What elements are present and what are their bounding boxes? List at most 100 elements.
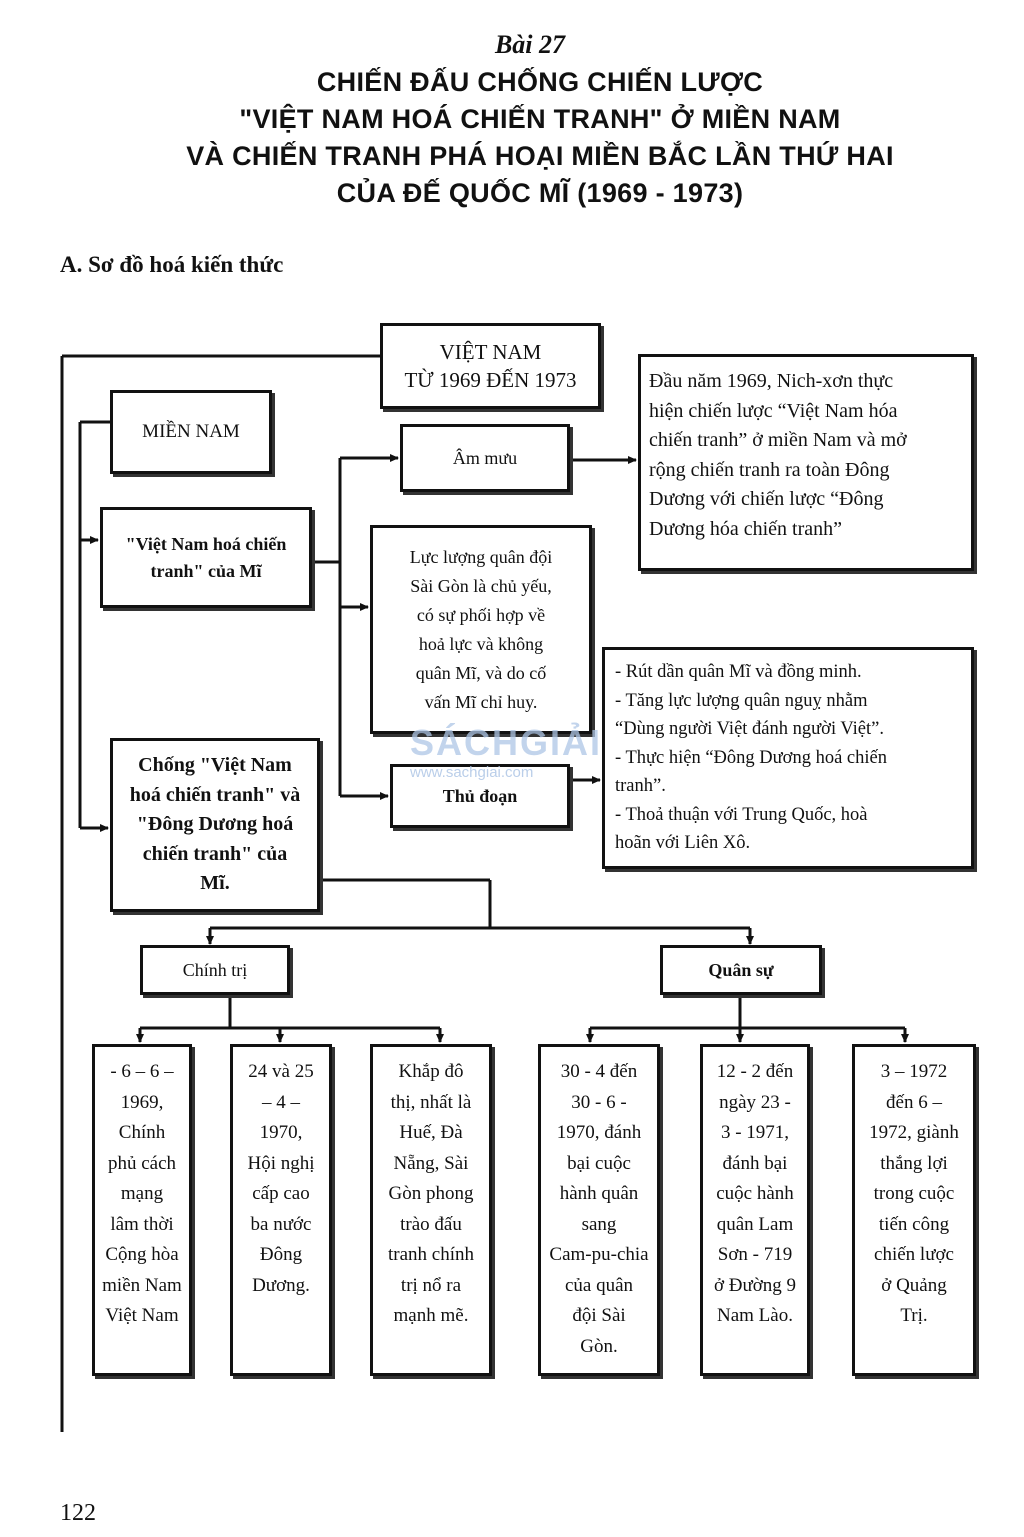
root-box: VIỆT NAM TỪ 1969 ĐẾN 1973	[380, 323, 601, 409]
leaf-line: Nẵng, Sài	[393, 1152, 469, 1174]
leaf-line: chiến lược	[874, 1244, 954, 1265]
leaf-line: ở Đường 9	[713, 1274, 797, 1296]
leaf-line: ba nước	[250, 1213, 312, 1235]
luc-luong-line: quân Mĩ, và do cố	[415, 662, 547, 683]
title-line: VÀ CHIẾN TRANH PHÁ HOẠI MIỀN BẮC LẦN THỨ…	[186, 141, 894, 171]
vnh-line-2: tranh" của Mĩ	[150, 560, 262, 581]
am-muu-detail-line: Đầu năm 1969, Nich-xơn thực	[649, 370, 894, 392]
am-muu-detail-line: chiến tranh” ở miền Nam và mở	[649, 429, 907, 451]
chinh-tri-label: Chính trị	[182, 959, 248, 980]
leaf-line: mạng	[120, 1183, 164, 1204]
mien-nam-label: MIỀN NAM	[142, 421, 240, 442]
leaf-line: 1970,	[259, 1122, 303, 1143]
leaf-line: đánh bại	[722, 1152, 788, 1174]
leaf-line: 3 – 1972	[880, 1061, 948, 1082]
thu-doan-detail-line: - Rút dần quân Mĩ và đồng minh.	[615, 662, 862, 682]
am-muu-box: Âm mưu	[400, 424, 570, 492]
leaf-line: Sơn - 719	[717, 1244, 793, 1265]
leaf-line: đội Sài	[572, 1305, 626, 1326]
chong-line: Mĩ.	[200, 872, 230, 895]
leaf-line: sang	[581, 1213, 617, 1235]
leaf-line: Gòn phong	[388, 1183, 474, 1204]
leaf-line: 1970, đánh	[556, 1122, 642, 1143]
title-line: CỦA ĐẾ QUỐC MĨ (1969 - 1973)	[336, 178, 744, 208]
chong-line: hoá chiến tranh" và	[129, 783, 301, 806]
luc-luong-line: hoả lực và không	[418, 633, 544, 654]
leaf-line: trào đấu	[400, 1213, 462, 1235]
leaf-line: Dương.	[252, 1274, 310, 1296]
leaf-line: 1969,	[120, 1091, 164, 1113]
leaf-line: Trị.	[900, 1305, 928, 1326]
leaf-line: Khắp đô	[398, 1061, 464, 1082]
leaf-line: lâm thời	[110, 1213, 174, 1235]
leaf-line: 30 - 6 -	[571, 1091, 627, 1113]
leaf-line: đến 6 –	[886, 1091, 942, 1113]
chong-line: Chống "Việt Nam	[138, 754, 292, 777]
lesson-number: Bài 27	[494, 30, 566, 59]
leaf-line: tiến công	[878, 1213, 950, 1235]
leaf-line: thị, nhất là	[390, 1091, 472, 1113]
leaf-box-5: 12 - 2 đến ngày 23 - 3 - 1971, đánh bại …	[700, 1044, 810, 1376]
leaf-line: quân Lam	[716, 1213, 794, 1235]
luc-luong-line: Sài Gòn là chủ yếu,	[410, 575, 552, 596]
leaf-line: 3 - 1971,	[720, 1122, 790, 1143]
chong-box: Chống "Việt Nam hoá chiến tranh" và "Đôn…	[110, 738, 320, 912]
leaf-line: mạnh mẽ.	[393, 1305, 469, 1326]
leaf-line: Chính	[118, 1122, 166, 1143]
leaf-line: Việt Nam	[105, 1305, 179, 1326]
am-muu-detail-line: rộng chiến tranh ra toàn Đông	[649, 458, 890, 481]
leaf-line: Hội nghị	[247, 1152, 315, 1174]
leaf-line: Cam-pu-chia	[549, 1244, 649, 1265]
leaf-line: - 6 – 6 –	[110, 1061, 174, 1082]
am-muu-label: Âm mưu	[452, 447, 518, 468]
leaf-line: ngày 23 -	[719, 1091, 791, 1113]
section-title: A. Sơ đồ hoá kiến thức	[60, 252, 284, 277]
thu-doan-label: Thủ đoạn	[442, 785, 518, 806]
quan-su-label: Quân sự	[708, 959, 774, 980]
leaf-line: cuộc hành	[716, 1183, 794, 1204]
leaf-line: phủ cách	[107, 1152, 177, 1174]
leaf-line: Cộng hòa	[105, 1244, 179, 1265]
chong-line: "Đông Dương hoá	[136, 813, 294, 836]
luc-luong-line: Lực lượng quân đội	[409, 546, 553, 567]
leaf-line: tranh chính	[387, 1244, 474, 1265]
vnh-line-1: "Việt Nam hoá chiến	[125, 533, 287, 554]
leaf-line: trị nổ ra	[400, 1274, 462, 1296]
leaf-box-2: 24 và 25 – 4 – 1970, Hội nghị cấp cao ba…	[230, 1044, 332, 1376]
am-muu-detail-box: Đầu năm 1969, Nich-xơn thực hiện chiến l…	[638, 354, 974, 571]
leaf-line: ở Quảng	[881, 1274, 947, 1296]
chinh-tri-box: Chính trị	[140, 945, 290, 995]
leaf-line: thắng lợi	[880, 1152, 948, 1174]
leaf-line: miền Nam	[102, 1274, 182, 1296]
leaf-box-3: Khắp đô thị, nhất là Huế, Đà Nẵng, Sài G…	[370, 1044, 492, 1376]
leaf-box-1: - 6 – 6 – 1969, Chính phủ cách mạng lâm …	[92, 1044, 192, 1376]
leaf-line: 12 - 2 đến	[716, 1061, 794, 1082]
thu-doan-box: Thủ đoạn	[390, 764, 570, 828]
leaf-line: Gòn.	[580, 1335, 618, 1357]
mien-nam-box: MIỀN NAM	[110, 390, 272, 474]
leaf-line: hành quân	[559, 1183, 639, 1204]
luc-luong-line: vấn Mĩ chỉ huy.	[424, 691, 538, 712]
leaf-box-6: 3 – 1972 đến 6 – 1972, giành thắng lợi t…	[852, 1044, 976, 1376]
luc-luong-line: có sự phối hợp về	[416, 604, 546, 625]
leaf-line: trong cuộc	[873, 1183, 955, 1204]
lesson-title: CHIẾN ĐẤU CHỐNG CHIẾN LƯỢC "VIỆT NAM HOÁ…	[60, 64, 1020, 212]
leaf-line: bại cuộc	[567, 1152, 631, 1174]
leaf-line: Nam Lào.	[717, 1305, 793, 1326]
thu-doan-detail-line: “Dùng người Việt đánh người Việt”.	[615, 719, 884, 739]
leaf-line: Huế, Đà	[399, 1122, 463, 1143]
thu-doan-detail-line: hoãn với Liên Xô.	[615, 833, 751, 853]
title-line: CHIẾN ĐẤU CHỐNG CHIẾN LƯỢC	[316, 67, 764, 97]
am-muu-detail-line: hiện chiến lược “Việt Nam hóa	[649, 399, 898, 422]
leaf-line: – 4 –	[262, 1091, 300, 1113]
quan-su-box: Quân sự	[660, 945, 822, 995]
root-line-2: TỪ 1969 ĐẾN 1973	[404, 368, 577, 392]
root-line-1: VIỆT NAM	[439, 340, 542, 364]
leaf-line: cấp cao	[252, 1183, 310, 1204]
chong-line: chiến tranh" của	[142, 842, 288, 865]
am-muu-detail-line: Dương hóa chiến tranh”	[649, 517, 843, 540]
leaf-line: của quân	[564, 1274, 634, 1296]
thu-doan-detail-line: - Thực hiện “Đông Dương hoá chiến	[615, 747, 887, 768]
thu-doan-detail-line: - Thoả thuận với Trung Quốc, hoà	[615, 804, 868, 825]
